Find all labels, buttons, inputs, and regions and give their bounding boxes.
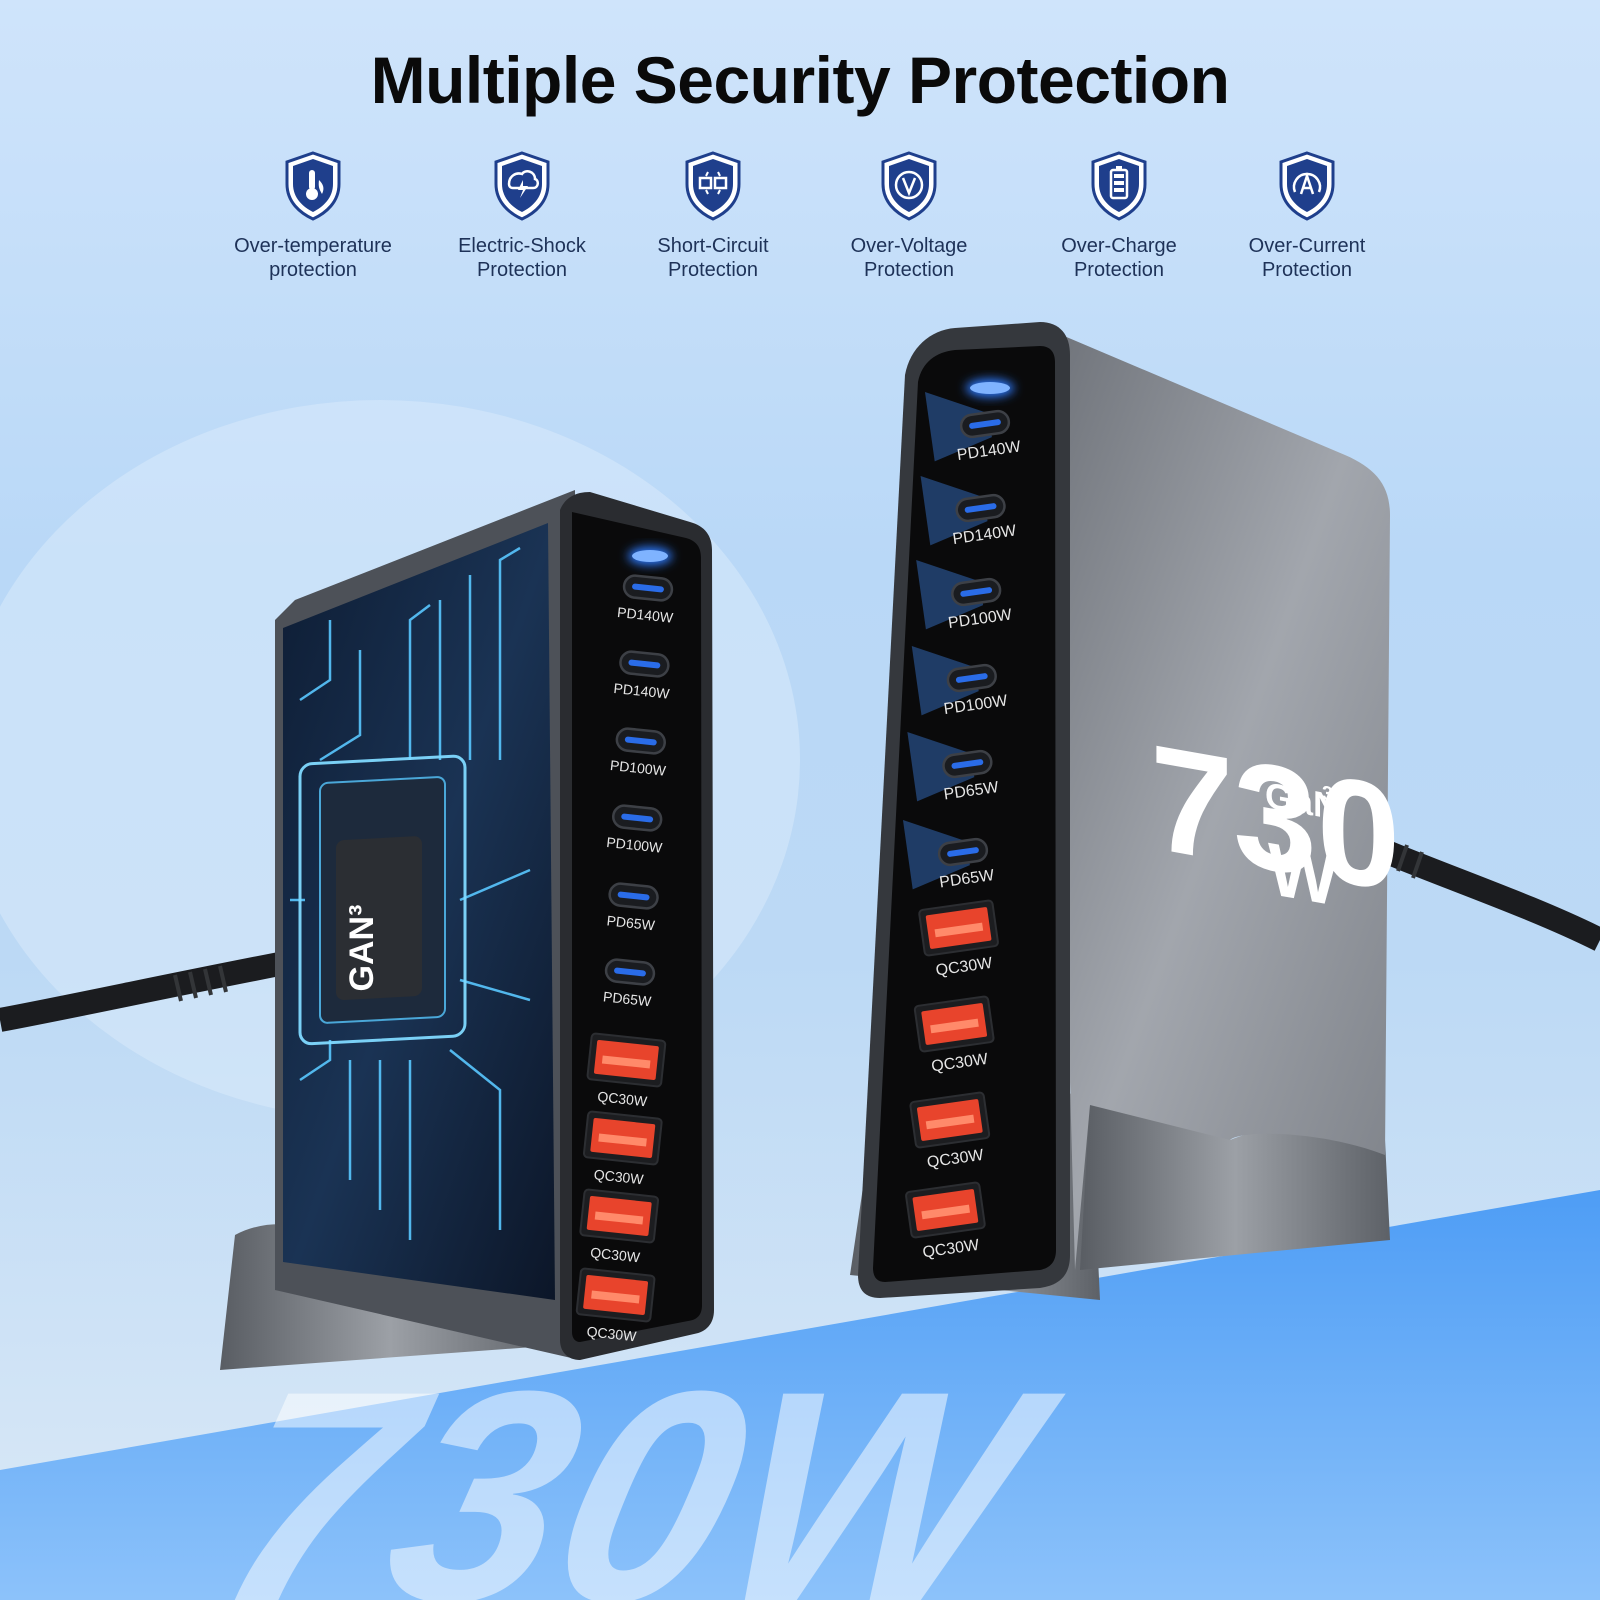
feature-label: Over-Current Protection — [1248, 235, 1366, 281]
right-port-2: PD140W — [920, 476, 1018, 548]
left-port-10: QC30W — [575, 1267, 656, 1344]
right-port-8: QC30W — [913, 995, 995, 1075]
right-port-1: PD140W — [924, 392, 1023, 464]
left-port-9: QC30W — [579, 1188, 660, 1265]
left-port-label: QC30W — [586, 1323, 638, 1344]
right-port-9: QC30W — [909, 1091, 991, 1171]
right-port-4: PD100W — [911, 646, 1009, 718]
feature-electric-shock: Electric-Shock Protection — [417, 150, 627, 282]
left-port-5: PD65W — [606, 882, 659, 933]
right-port-10: QC30W — [905, 1181, 986, 1261]
lightning-shield-icon — [494, 151, 550, 221]
left-port-8: QC30W — [582, 1110, 663, 1187]
current-shield-icon — [1279, 151, 1335, 221]
feature-short-circuit: Short-Circuit Protection — [608, 150, 818, 282]
feature-label: Electric-Shock Protection — [458, 235, 586, 281]
feature-over-current: Over-Current Protection — [1202, 150, 1412, 282]
left-cable — [0, 948, 303, 1032]
left-port-2: PD140W — [613, 650, 671, 702]
left-port-label: PD100W — [609, 757, 667, 779]
feature-label: Short-Circuit Protection — [657, 235, 769, 281]
left-port-label: PD140W — [613, 680, 671, 702]
feature-row: Over-temperature protection Electric-Sho… — [0, 150, 1600, 300]
left-port-label: PD140W — [616, 604, 674, 626]
banner-text: 730W — [193, 1328, 1082, 1600]
left-port-4: PD100W — [606, 804, 664, 856]
left-port-6: PD65W — [602, 958, 656, 1009]
left-port-3: PD100W — [609, 727, 667, 779]
left-port-label: PD100W — [606, 834, 664, 856]
left-charger: GAN³ PD140W PD140W PD100W PD100W PD65W PD65W Q… — [220, 490, 714, 1370]
right-port-panel — [873, 346, 1056, 1282]
voltage-shield-icon — [881, 151, 937, 221]
page-title: Multiple Security Protection — [370, 43, 1230, 117]
right-port-5: PD65W — [907, 732, 1001, 803]
power-unit: W — [1268, 826, 1338, 922]
battery-shield-icon — [1091, 151, 1147, 221]
circuit-shield-icon — [685, 151, 741, 221]
left-port-label: PD65W — [606, 912, 656, 933]
feature-label: Over-Charge Protection — [1061, 235, 1177, 281]
left-port-label: QC30W — [590, 1244, 642, 1265]
feature-label: Over-Voltage Protection — [850, 235, 968, 281]
right-power-led — [970, 382, 1010, 394]
thermometer-shield-icon — [285, 151, 341, 221]
right-charger: 730 W GaN 3 PD140WPD140WPD100WPD100WPD65… — [850, 322, 1400, 1300]
left-port-label: QC30W — [593, 1166, 645, 1187]
left-port-label: QC30W — [597, 1088, 649, 1109]
gan-chip-label: GAN³ — [343, 905, 381, 992]
feature-over-temperature: Over-temperature protection — [208, 150, 418, 282]
feature-over-charge: Over-Charge Protection — [1014, 150, 1224, 282]
right-cable — [1365, 833, 1600, 951]
right-side-panel — [1050, 330, 1390, 1270]
feature-label: Over-temperature protection — [234, 235, 392, 281]
left-port-1: PD140W — [616, 574, 675, 626]
banner-strip — [0, 1190, 1600, 1600]
tech-sup: 3 — [1322, 782, 1333, 806]
feature-over-voltage: Over-Voltage Protection — [804, 150, 1014, 282]
left-port-7: QC30W — [586, 1032, 667, 1109]
left-power-led — [632, 550, 668, 562]
left-port-label: PD65W — [602, 988, 652, 1009]
